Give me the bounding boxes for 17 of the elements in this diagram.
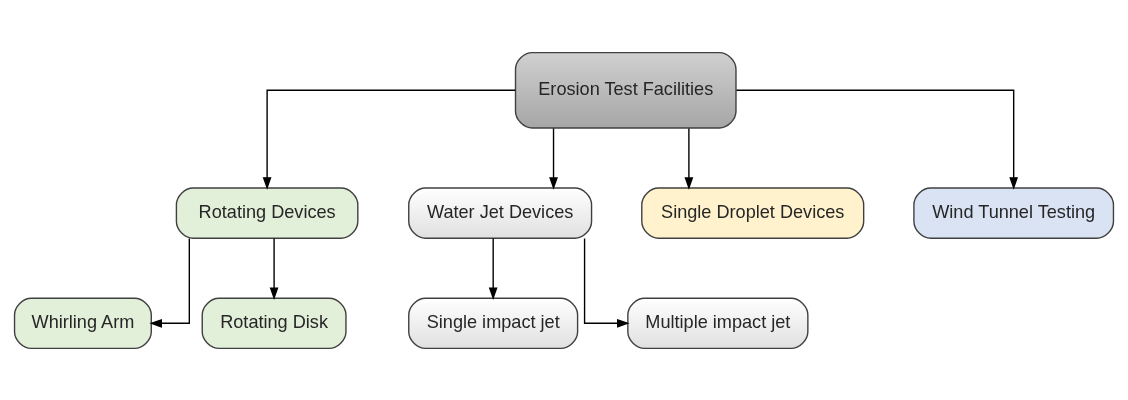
node-box: Water Jet Devices [408,186,593,239]
arrow [488,237,498,300]
node-box: Wind Tunnel Testing [913,186,1115,239]
node-box: Rotating Disk [201,297,347,349]
arrow [269,237,279,300]
node-box: Rotating Devices [175,186,359,239]
arrow [149,237,190,328]
arrow [549,127,558,190]
node-box: Multiple impact jet [627,297,809,349]
arrow [735,89,1019,190]
arrow [262,89,516,190]
arrow [684,127,694,190]
node-box: Whirling Arm [13,297,152,349]
node-box: Single impact jet [408,297,579,349]
node-box: Single Droplet Devices [641,186,865,239]
node-box: Erosion Test Facilities [514,51,737,129]
arrow [583,237,630,328]
